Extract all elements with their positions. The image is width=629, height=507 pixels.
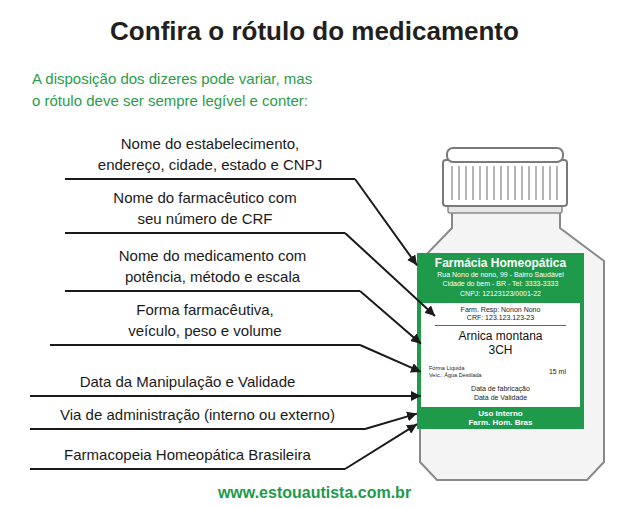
pharmacy-info: Cidade do bem - BR - Tel: 3333-3333 — [417, 279, 584, 288]
callout-label: Nome do medicamento com potência, método… — [65, 245, 360, 292]
form-text: 15 ml — [549, 368, 566, 376]
pharmacist-field: Farm. Resp: Nonon NonoCRF: 123.123.123-2… — [435, 306, 566, 326]
cap-rim — [447, 148, 563, 162]
callout-label: Nome do farmacêutico com seu número de C… — [65, 187, 345, 234]
date-text: Data de fabricação — [421, 384, 580, 393]
leader-arrow — [365, 414, 417, 429]
callout-label: Nome do estabelecimento, endereço, cidad… — [65, 133, 355, 180]
date-text: Data de Validade — [421, 393, 580, 402]
callout-label: Data da Manipulação e Validade — [30, 371, 345, 397]
callout-text: Farmacopeia Homeopática Brasileira — [30, 444, 345, 465]
cap-ridges — [452, 166, 557, 200]
dates-field: Data de fabricaçãoData de Validade — [421, 384, 580, 402]
medicine-name-field: Arnica montana3CH — [421, 330, 580, 358]
form-text: Veíc.: Água Destilada — [429, 372, 549, 379]
usage-band: Uso InternoFarm. Hom. Bras — [417, 407, 584, 429]
medicine-text: 3CH — [421, 344, 580, 358]
medicine-label: Farmácia HomeopáticaRua Nono de nono, 99… — [417, 253, 584, 429]
leader-arrow — [355, 179, 417, 265]
callout-text: Data da Manipulação e Validade — [30, 371, 345, 392]
callout-text: Via de administração (interno ou externo… — [30, 404, 365, 425]
callout-text: Nome do farmacêutico com seu número de C… — [108, 187, 303, 229]
intro-note: A disposição dos dizeres pode variar, ma… — [32, 68, 322, 112]
leader-arrow — [345, 424, 417, 469]
pharmacist-text: CRF: 123.123.123-23 — [435, 314, 566, 322]
page-title: Confira o rótulo do medicamento — [0, 16, 629, 47]
form-text: Forma Líquida — [429, 365, 549, 372]
pharmacy-info: Rua Nono de nono, 99 - Bairro Saudável — [417, 270, 584, 279]
usage-text: Farm. Hom. Bras — [417, 418, 584, 427]
leader-arrow — [345, 395, 421, 397]
leader-arrow — [360, 345, 421, 372]
callout-label: Farmacopeia Homeopática Brasileira — [30, 444, 345, 470]
callout-text: Nome do medicamento com potência, método… — [113, 245, 313, 287]
callout-label: Via de administração (interno ou externo… — [30, 404, 365, 430]
medicine-text: Arnica montana — [421, 330, 580, 344]
callout-text: Forma farmacêutiva, veículo, peso e volu… — [119, 299, 291, 341]
usage-text: Uso Interno — [417, 409, 584, 418]
bottle-cap — [443, 160, 567, 206]
leader-arrow — [360, 291, 421, 344]
source-url: www.estouautista.com.br — [0, 484, 629, 502]
callout-text: Nome do estabelecimento, endereço, cidad… — [92, 133, 328, 175]
form-field: Forma LíquidaVeíc.: Água Destilada15 ml — [421, 365, 580, 379]
callout-label: Forma farmacêutiva, veículo, peso e volu… — [50, 299, 360, 346]
pharmacist-text: Farm. Resp: Nonon Nono — [435, 306, 566, 314]
pharmacy-info: Farmácia Homeopática — [417, 256, 584, 270]
leader-arrow — [345, 233, 435, 316]
pharmacy-info: CNPJ: 12123123/0001-22 — [417, 289, 584, 298]
